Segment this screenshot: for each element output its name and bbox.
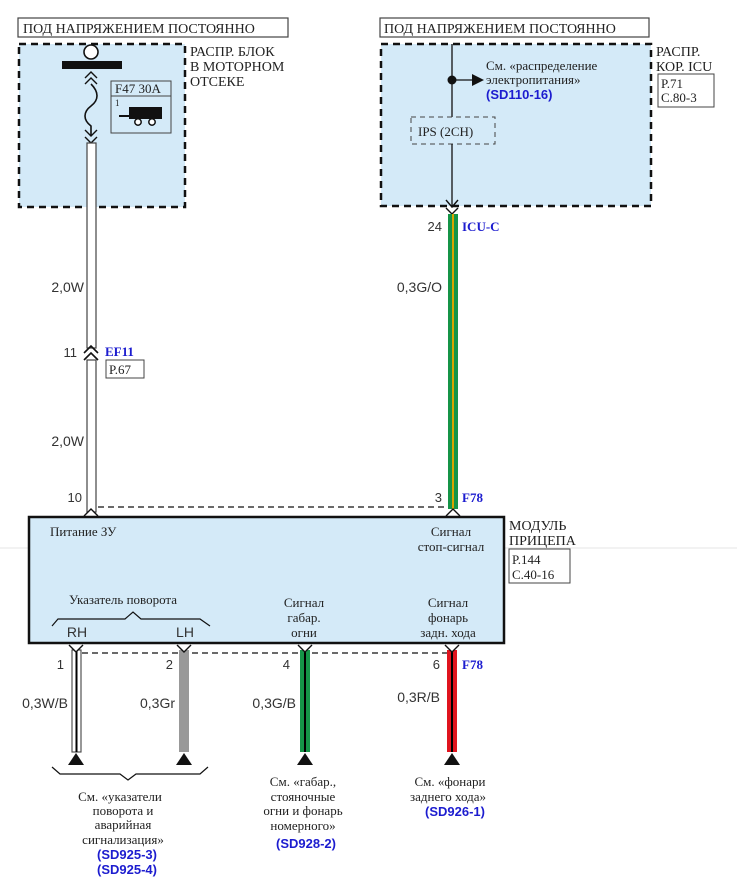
reverse-reference: См. «фонари заднего хода» xyxy=(410,774,486,804)
wire-0-3g-b[interactable] xyxy=(300,650,310,752)
link-sd928-2[interactable]: (SD928-2) xyxy=(276,836,336,851)
engine-fuse-box-label-1: РАСПР. БЛОК xyxy=(190,45,275,60)
ground-arrow-icon xyxy=(444,753,460,765)
gauge-gr: 0,3Gr xyxy=(140,695,175,711)
turn-reference: См. «указатели поворота и аварийная сигн… xyxy=(78,789,164,847)
marker-label-1: Сигнал xyxy=(284,595,325,610)
svg-text:аварийная: аварийная xyxy=(95,817,152,832)
busbar xyxy=(62,61,122,69)
ips-2ch-label: IPS (2CH) xyxy=(418,124,473,139)
module-ref-2: C.40-16 xyxy=(512,567,555,582)
wire-2-0w-lower[interactable] xyxy=(86,359,97,513)
svg-text:сигнализация»: сигнализация» xyxy=(82,832,164,847)
svg-text:См. «указатели: См. «указатели xyxy=(78,789,162,804)
pin-2: 2 xyxy=(166,657,173,672)
marker-reference: См. «габар., стояночные огни и фонарь но… xyxy=(263,774,342,833)
rh-label: RH xyxy=(67,624,87,640)
right-hot-at-all-times-label: ПОД НАПРЯЖЕНИЕМ ПОСТОЯННО xyxy=(384,22,616,37)
reverse-label-3: задн. хода xyxy=(420,625,476,640)
icu-ref-box xyxy=(657,73,715,108)
svg-text:поворота и: поворота и xyxy=(93,803,154,818)
marker-label-3: огни xyxy=(291,625,317,640)
see-power-dist-2: электропитания» xyxy=(486,72,581,87)
fuse-f47-label: F47 30A xyxy=(115,81,161,96)
pin-6: 6 xyxy=(433,657,440,672)
engine-fuse-box-label-3: ОТСЕКЕ xyxy=(190,75,244,90)
wire-0-3w-b[interactable] xyxy=(71,649,82,753)
wire-gauge-upper: 2,0W xyxy=(51,279,84,295)
icu-label-2: КОР. ICU xyxy=(656,60,712,75)
wire-0-3g-o[interactable] xyxy=(448,214,458,509)
reverse-label-1: Сигнал xyxy=(428,595,469,610)
svg-text:См. «фонари: См. «фонари xyxy=(414,774,485,789)
power-source-circle-icon xyxy=(83,44,99,60)
module-ref-1: P.144 xyxy=(512,552,541,567)
pin-11: 11 xyxy=(64,345,78,360)
pin-24: 24 xyxy=(428,219,442,234)
turn-signal-label: Указатель поворота xyxy=(69,592,177,607)
fuse-icon xyxy=(84,83,98,136)
turn-signal-bracket xyxy=(51,611,211,627)
stop-signal-label-1: Сигнал xyxy=(431,524,472,539)
wire-gauge-g-o: 0,3G/O xyxy=(397,279,442,295)
right-hot-at-all-times-box xyxy=(379,17,650,38)
pin-10: 10 xyxy=(68,490,82,505)
svg-text:стояночные: стояночные xyxy=(271,789,336,804)
lh-label: LH xyxy=(176,624,194,640)
link-sd110-16[interactable]: (SD110-16) xyxy=(486,87,552,102)
fuse-f47-box[interactable]: F47 30A 1 xyxy=(110,80,172,134)
connector-ef11[interactable]: EF11 xyxy=(105,344,134,359)
svg-text:номерного»: номерного» xyxy=(270,818,335,833)
pin-1: 1 xyxy=(57,657,64,672)
power-charger-label: Питание ЗУ xyxy=(50,524,117,539)
trailer-module-box[interactable] xyxy=(27,515,506,645)
link-sd925-3[interactable]: (SD925-3) xyxy=(97,847,157,862)
turn-ref-bracket xyxy=(51,766,209,781)
connector-icu-c[interactable]: ICU-C xyxy=(462,219,500,234)
pin-3: 3 xyxy=(435,490,442,505)
svg-text:заднего хода»: заднего хода» xyxy=(410,789,486,804)
stop-signal-label-2: стоп-сигнал xyxy=(418,539,485,554)
see-power-dist-1: См. «распределение xyxy=(486,58,598,73)
ef11-ref-box xyxy=(105,359,145,379)
module-label-2: ПРИЦЕПА xyxy=(509,534,577,549)
connector-f78-top[interactable]: F78 xyxy=(462,490,483,505)
gauge-g-b: 0,3G/B xyxy=(252,695,296,711)
icu-ref-2: C.80-3 xyxy=(661,90,697,105)
connector-f78-bottom[interactable]: F78 xyxy=(462,657,483,672)
reverse-label-2: фонарь xyxy=(428,610,468,625)
wire-2-0w-upper[interactable] xyxy=(86,142,97,349)
link-sd926-1[interactable]: (SD926-1) xyxy=(425,804,485,819)
ground-arrow-icon xyxy=(297,753,313,765)
pin-4: 4 xyxy=(283,657,290,672)
wire-0-3gr[interactable] xyxy=(179,650,189,752)
trailer-icon xyxy=(119,107,162,126)
module-ref-box xyxy=(508,548,571,584)
engine-fuse-box-label-2: В МОТОРНОМ xyxy=(190,60,285,75)
ips-2ch-box[interactable] xyxy=(410,116,496,145)
module-label-1: МОДУЛЬ xyxy=(509,519,566,534)
wire-gauge-lower: 2,0W xyxy=(51,433,84,449)
gauge-r-b: 0,3R/B xyxy=(397,689,440,705)
fuse-index: 1 xyxy=(115,98,120,108)
arrow-right-icon xyxy=(472,74,484,86)
icu-ref-1: P.71 xyxy=(661,76,683,91)
ef11-ref: P.67 xyxy=(109,362,132,377)
icu-label-1: РАСПР. xyxy=(656,45,700,60)
ground-arrow-icon xyxy=(176,753,192,765)
marker-label-2: габар. xyxy=(287,610,320,625)
svg-text:См. «габар.,: См. «габар., xyxy=(270,774,336,789)
left-hot-at-all-times-box xyxy=(17,17,289,38)
gauge-w-b: 0,3W/B xyxy=(22,695,68,711)
link-sd925-4[interactable]: (SD925-4) xyxy=(97,862,157,877)
wire-0-3r-b[interactable] xyxy=(447,650,457,752)
svg-text:огни и фонарь: огни и фонарь xyxy=(263,803,342,818)
ground-arrow-icon xyxy=(68,753,84,765)
left-hot-at-all-times-label: ПОД НАПРЯЖЕНИЕМ ПОСТОЯННО xyxy=(23,22,255,37)
